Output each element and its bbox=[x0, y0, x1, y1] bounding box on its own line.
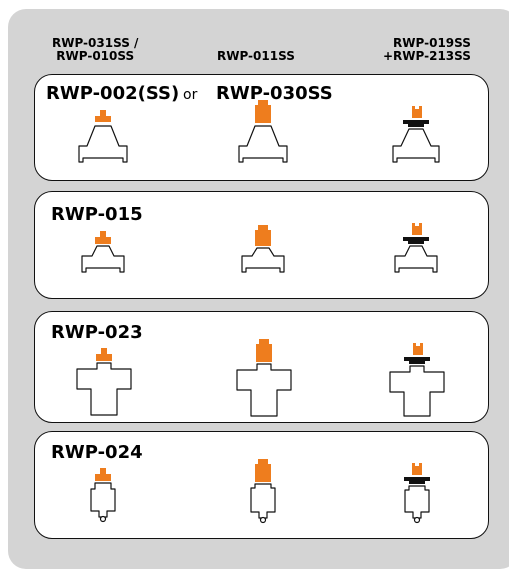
group-title: RWP-015 bbox=[51, 204, 143, 225]
mount-diagram-large-tip bbox=[236, 339, 292, 417]
column-header-1: RWP-031SS / RWP-010SS bbox=[52, 37, 138, 63]
group-title-alt: RWP-030SS bbox=[216, 83, 333, 104]
group-title: RWP-023 bbox=[51, 322, 143, 343]
group-rwp-024: RWP-024 bbox=[34, 431, 489, 539]
base-body bbox=[90, 482, 116, 518]
orange-tip bbox=[412, 223, 422, 235]
column-header-1-line2: RWP-010SS bbox=[56, 49, 135, 63]
black-adapter bbox=[403, 120, 429, 127]
base-body bbox=[250, 483, 276, 519]
mount-diagram-small-tip bbox=[76, 348, 132, 416]
orange-tip bbox=[95, 110, 111, 122]
base-body bbox=[81, 245, 125, 273]
base-body bbox=[76, 362, 132, 416]
base-hole bbox=[259, 516, 267, 524]
base-body bbox=[389, 365, 445, 417]
black-adapter bbox=[403, 237, 429, 244]
column-header-1-line1: RWP-031SS / bbox=[52, 36, 139, 50]
base-body bbox=[241, 247, 285, 273]
base-body bbox=[236, 363, 292, 417]
black-adapter bbox=[404, 477, 430, 484]
mount-diagram-large-tip bbox=[238, 100, 288, 163]
base-hole bbox=[413, 516, 421, 524]
mount-diagram-small-tip bbox=[78, 110, 128, 163]
group-title: RWP-002(SS) bbox=[46, 83, 180, 104]
column-header-3-line2: +RWP-213SS bbox=[383, 49, 471, 63]
group-rwp-023: RWP-023 bbox=[34, 311, 489, 423]
mount-diagram-large-tip bbox=[250, 459, 276, 524]
base-body bbox=[394, 245, 438, 273]
orange-tip bbox=[255, 225, 271, 246]
orange-tip bbox=[95, 231, 111, 244]
base-body bbox=[392, 128, 440, 163]
base-body bbox=[78, 125, 128, 163]
orange-tip bbox=[95, 468, 111, 481]
orange-tip bbox=[255, 100, 271, 123]
base-hole bbox=[99, 515, 107, 523]
group-title-separator: or bbox=[183, 87, 198, 103]
black-adapter bbox=[404, 357, 430, 364]
mount-diagram-small-tip bbox=[90, 468, 116, 523]
column-header-3-line1: RWP-019SS bbox=[393, 36, 471, 50]
group-rwp-015: RWP-015 bbox=[34, 191, 489, 299]
base-body bbox=[404, 485, 430, 519]
mount-diagram-large-tip bbox=[241, 225, 285, 273]
group-rwp-002: RWP-002(SS) or RWP-030SS bbox=[34, 74, 489, 181]
column-header-2-line1: RWP-011SS bbox=[217, 49, 295, 63]
orange-tip bbox=[96, 348, 112, 361]
group-title: RWP-024 bbox=[51, 442, 143, 463]
orange-tip bbox=[413, 343, 423, 355]
orange-tip bbox=[412, 463, 422, 475]
orange-tip bbox=[255, 459, 271, 482]
mount-diagram-small-tip bbox=[81, 231, 125, 273]
base-body bbox=[238, 125, 288, 163]
column-header-3: RWP-019SS +RWP-213SS bbox=[383, 37, 471, 63]
orange-tip bbox=[412, 106, 422, 118]
mount-diagram-tip-with-adapter bbox=[389, 343, 445, 417]
orange-tip bbox=[256, 339, 272, 362]
column-header-2: RWP-011SS bbox=[217, 50, 295, 63]
mount-diagram-tip-with-adapter bbox=[404, 463, 430, 524]
mount-diagram-tip-with-adapter bbox=[394, 223, 438, 273]
mount-diagram-tip-with-adapter bbox=[392, 106, 440, 163]
